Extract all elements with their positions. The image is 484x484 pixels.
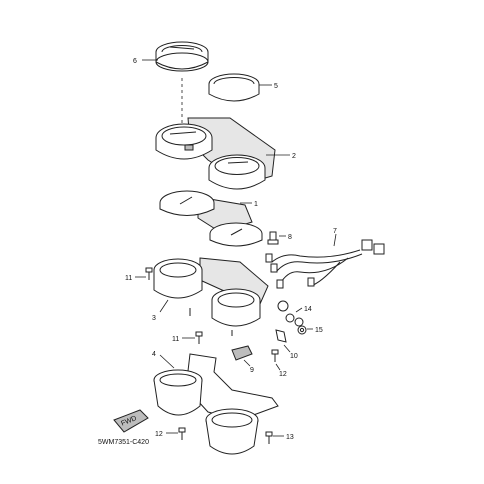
callout-1: 1 (254, 201, 258, 208)
callout-15: 15 (315, 327, 323, 334)
lens-ring-part (208, 73, 260, 102)
callout-13: 13 (286, 434, 294, 441)
bezel-ring-part (155, 41, 209, 72)
callout-10: 10 (290, 353, 298, 360)
callout-6: 6 (133, 58, 137, 65)
callout-8: 8 (288, 234, 292, 241)
wire-harness-part (265, 239, 385, 289)
lower-cover-part (153, 353, 279, 455)
callout-5: 5 (274, 83, 278, 90)
pad-part (231, 345, 253, 361)
diagram-code: 5WM7351-C420 (98, 439, 149, 446)
nut-part (297, 325, 307, 335)
callout-2: 2 (292, 153, 296, 160)
grommet-part (277, 300, 304, 327)
callout-11b: 11 (172, 336, 179, 343)
meter-case-part (155, 117, 276, 190)
callout-12a: 12 (279, 371, 287, 378)
callout-7: 7 (333, 228, 337, 235)
screw-12-lower-part (178, 427, 186, 440)
callout-11a: 11 (125, 275, 132, 282)
fwd-arrow-icon: FWD (113, 409, 149, 433)
screw-11-upper-part (145, 267, 153, 280)
clip-part (275, 329, 287, 343)
callout-9: 9 (250, 367, 254, 374)
screw-11-lower-part (195, 331, 203, 344)
screw-12-upper-part (271, 349, 279, 362)
lower-case-part (153, 257, 269, 336)
screw-13-part (265, 431, 273, 444)
callout-12b: 12 (155, 431, 163, 438)
callout-14: 14 (304, 306, 312, 313)
callout-3: 3 (152, 315, 156, 322)
callout-4: 4 (152, 351, 156, 358)
bulb-part (267, 231, 279, 245)
meter-assembly-part (159, 190, 263, 247)
